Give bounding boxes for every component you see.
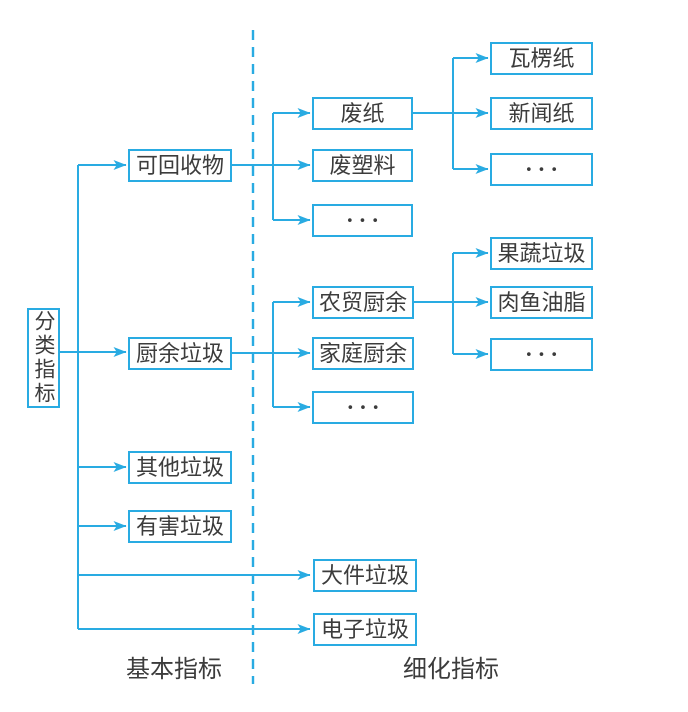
- label-basic-indicators: 基本指标: [126, 657, 222, 683]
- node-electronic-waste: 电子垃圾: [313, 613, 417, 646]
- node-waste-paper: 废纸: [312, 97, 413, 130]
- label-refined-indicators: 细化指标: [403, 657, 499, 683]
- node-kitchen-waste: 厨余垃圾: [128, 337, 232, 370]
- node-hazardous-waste: 有害垃圾: [128, 510, 232, 543]
- node-classification-index-label: 分类指标: [32, 310, 56, 406]
- node-kitchen-ellipsis: ···: [312, 391, 414, 424]
- node-meat-fish-grease: 肉鱼油脂: [490, 286, 593, 319]
- node-market-ellipsis: ···: [490, 338, 593, 371]
- node-corrugated-paper: 瓦楞纸: [490, 42, 593, 75]
- waste-paper-branch-lines: [412, 53, 489, 174]
- market-kitchen-branch-lines: [414, 248, 489, 359]
- node-fruit-vegetable: 果蔬垃圾: [490, 237, 593, 270]
- node-household-kitchen: 家庭厨余: [312, 337, 414, 370]
- root-branch-lines: [60, 160, 311, 634]
- recyclable-branch-lines: [232, 108, 311, 225]
- node-waste-plastic: 废塑料: [312, 149, 413, 182]
- node-recyclable: 可回收物: [128, 149, 232, 182]
- node-market-kitchen: 农贸厨余: [312, 286, 414, 319]
- node-recyclable-ellipsis: ···: [312, 204, 413, 237]
- kitchen-branch-lines: [232, 297, 311, 412]
- node-bulky-waste: 大件垃圾: [313, 559, 417, 592]
- node-classification-index: 分类指标: [27, 308, 60, 408]
- node-other-waste: 其他垃圾: [128, 451, 232, 484]
- node-newsprint: 新闻纸: [490, 97, 593, 130]
- node-paper-ellipsis: ···: [490, 153, 593, 186]
